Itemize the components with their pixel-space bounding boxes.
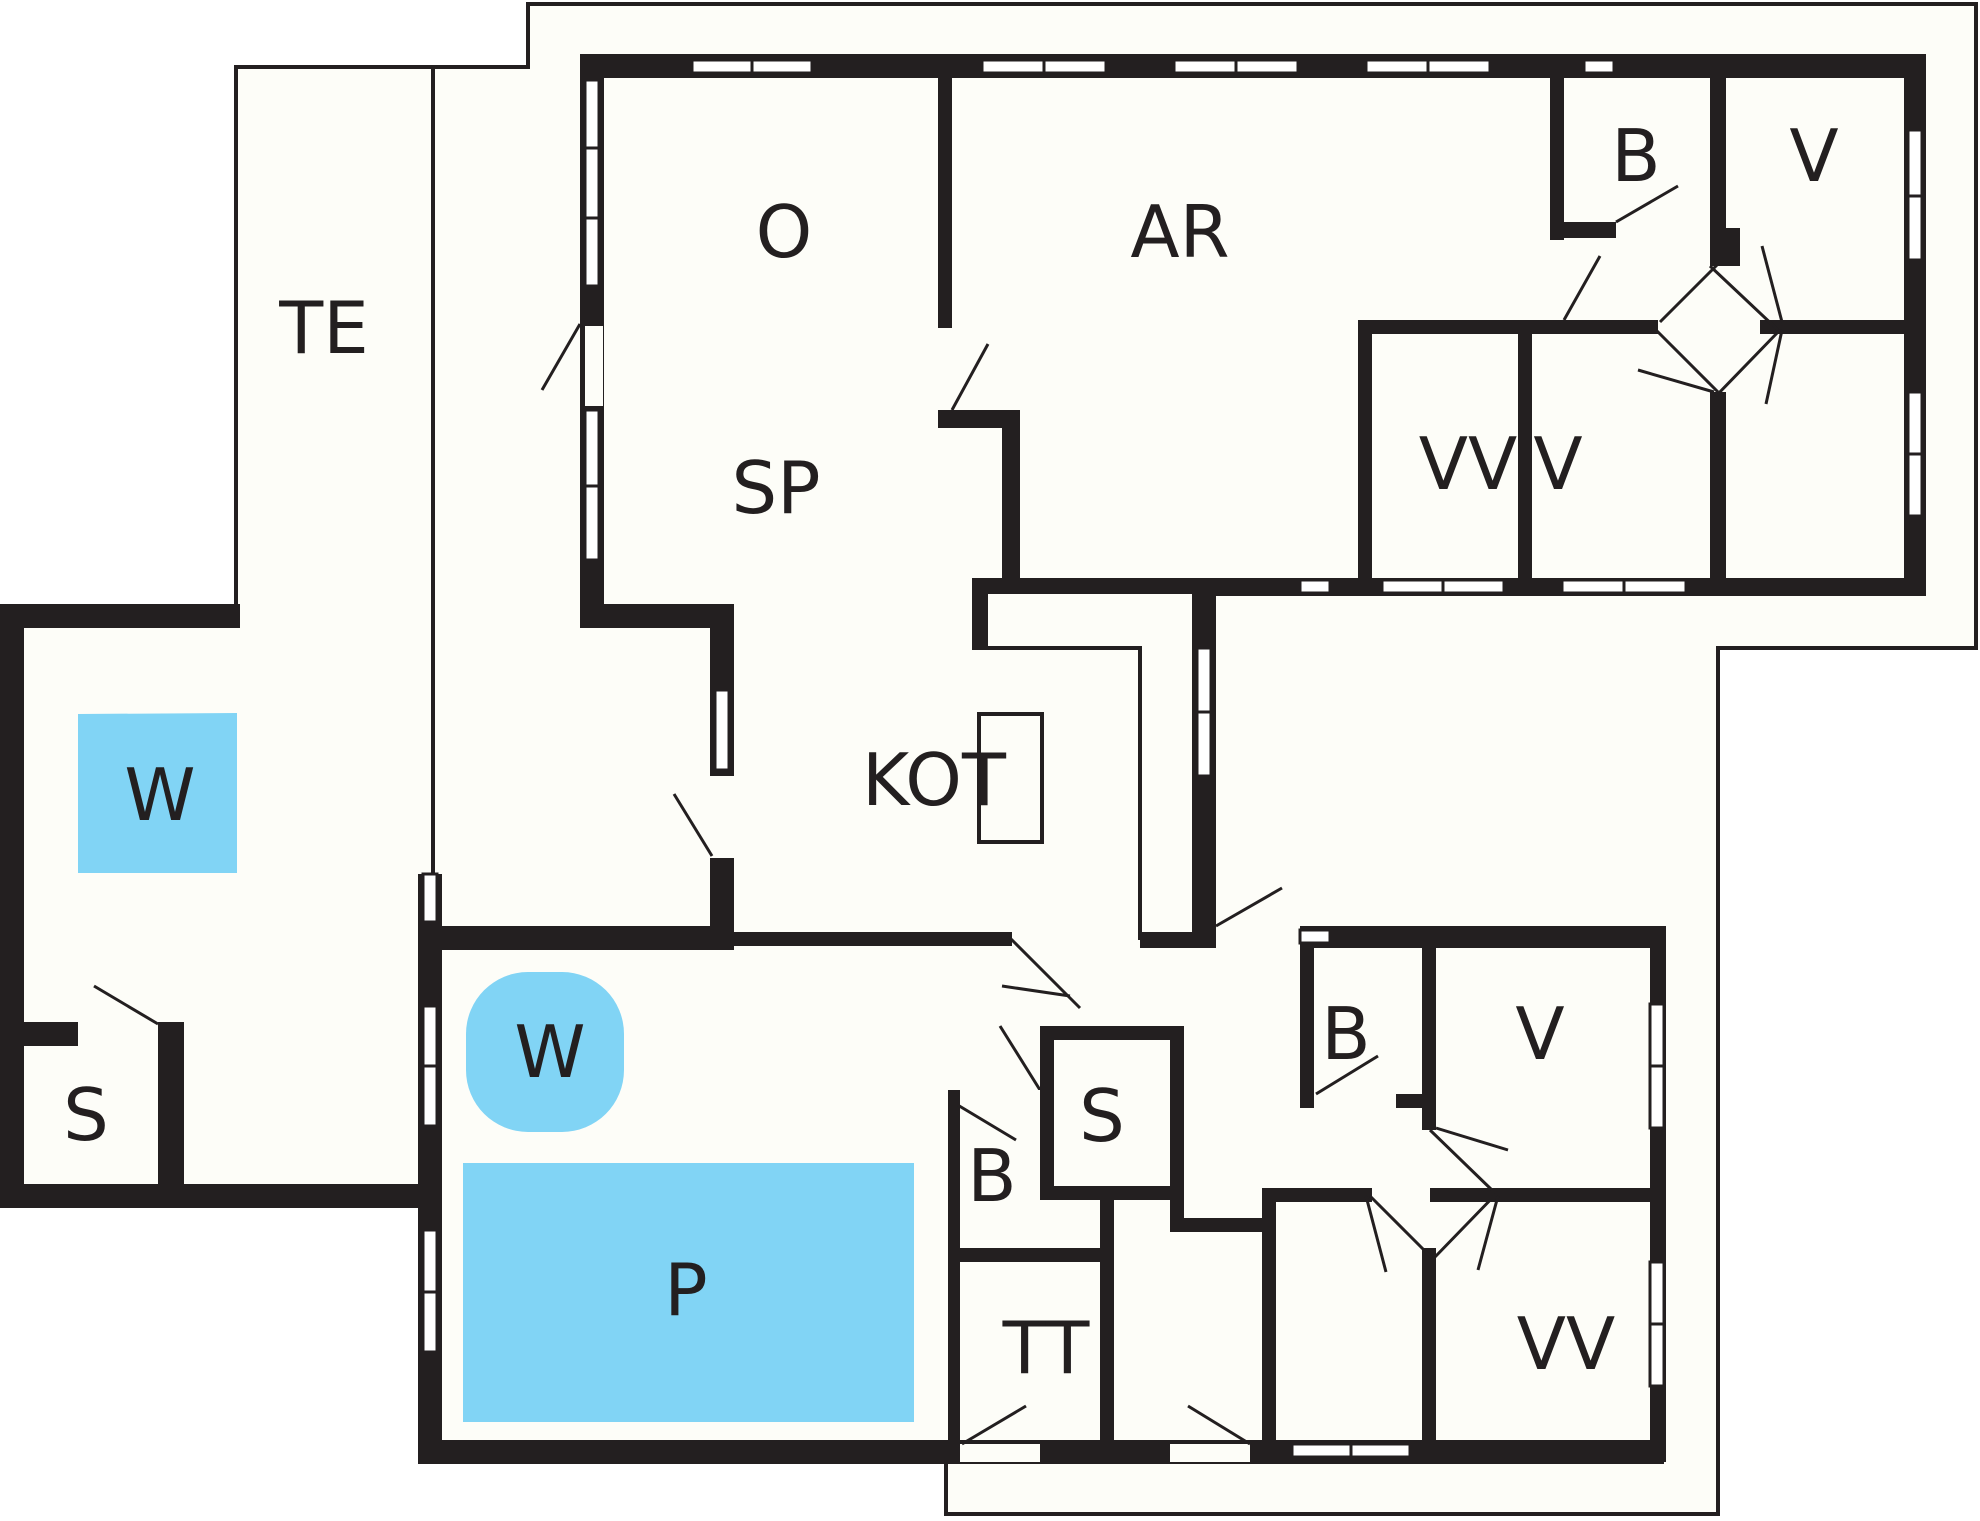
pool-water xyxy=(463,1163,914,1422)
room-label-pool-whirlpool: W xyxy=(514,1010,585,1094)
room-label-outdoor-sauna: S xyxy=(63,1073,109,1157)
room-label-bath-top: B xyxy=(1611,114,1660,198)
room-label-sauna-pool: S xyxy=(1079,1074,1125,1158)
room-label-bedroom-right: V xyxy=(1515,992,1564,1076)
room-label-dining: SP xyxy=(731,446,820,530)
room-label-terrace: TE xyxy=(278,286,368,370)
room-label-bedroom-top-right: V xyxy=(1789,114,1838,198)
doors xyxy=(78,184,1784,1462)
room-label-entry: O xyxy=(756,190,813,274)
room-label-pool: P xyxy=(664,1248,707,1332)
room-label-living: AR xyxy=(1130,190,1229,274)
pool-whirlpool-water xyxy=(466,972,624,1132)
room-label-bedroom-mid: V xyxy=(1533,422,1582,506)
windows xyxy=(421,58,1924,1459)
room-label-bath-pool: B xyxy=(967,1134,1016,1218)
room-label-kitchen: KOT xyxy=(862,738,1007,822)
room-label-outdoor-whirlpool: W xyxy=(124,753,195,837)
room-labels: TE W S O AR SP KOT B V VV V P W B S TT B… xyxy=(63,114,1838,1390)
water-areas xyxy=(78,713,914,1422)
outdoor-whirlpool-water xyxy=(78,713,237,873)
room-label-bedroom-bunk-right: VV xyxy=(1517,1302,1616,1386)
room-label-bath-right: B xyxy=(1321,992,1370,1076)
room-label-laundry: TT xyxy=(1002,1306,1091,1390)
room-label-bedroom-bunk-mid: VV xyxy=(1419,422,1518,506)
thin-walls xyxy=(234,4,1976,1516)
